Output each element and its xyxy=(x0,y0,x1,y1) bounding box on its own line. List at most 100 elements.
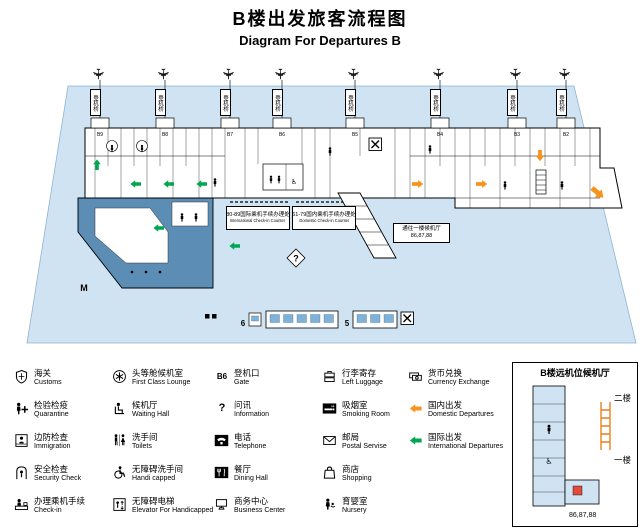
business-center-icon xyxy=(215,499,228,510)
svg-text:✈: ✈ xyxy=(344,68,361,81)
remote-gates-label: 86,87,88 xyxy=(569,512,596,519)
svg-text:?: ? xyxy=(293,254,299,264)
information-mark: ? xyxy=(218,402,226,414)
wheelchair-icon: ♿ xyxy=(545,457,552,466)
svg-text:✈: ✈ xyxy=(429,68,446,81)
boarding-bridge-label: 登机桥 xyxy=(430,89,441,116)
first-class-lounge-icon xyxy=(113,370,126,383)
wheelchair-icon: ♿ xyxy=(291,178,297,186)
entrance-area: 6 5 xyxy=(205,310,415,329)
postal-service-icon xyxy=(323,436,336,445)
svg-text:B7: B7 xyxy=(227,132,233,138)
svg-text:✈: ✈ xyxy=(89,68,106,81)
quarantine-icon xyxy=(16,401,29,416)
svg-text:✈: ✈ xyxy=(506,68,523,81)
boarding-bridge-label: 登机桥 xyxy=(90,89,101,116)
svg-text:B4: B4 xyxy=(437,132,443,138)
handicapped-elevator-icon xyxy=(113,498,126,511)
remote-corridor-annex xyxy=(564,479,600,505)
aircraft-icons: ✈ ✈ ✈ ✈ ✈ ✈ ✈ ✈ xyxy=(89,68,572,81)
departure-hall xyxy=(77,197,214,289)
closed-gate-icon xyxy=(368,137,383,152)
remote-gates-inset: B楼远机位候机厅 ♿ 二楼 一楼 86,87,88 xyxy=(512,362,638,527)
entrance-number-5: 5 xyxy=(345,319,350,328)
gate-code: B6 xyxy=(216,372,228,381)
svg-text:B3: B3 xyxy=(514,132,520,138)
svg-text:✈: ✈ xyxy=(271,68,288,81)
svg-text:✈: ✈ xyxy=(154,68,171,81)
boarding-bridge-label: 登机桥 xyxy=(507,89,518,116)
nursery-icon xyxy=(325,498,336,511)
boarding-bridge-label: 登机桥 xyxy=(155,89,166,116)
service-circles xyxy=(106,140,148,153)
svg-text:B6: B6 xyxy=(279,132,285,138)
svg-text:✈: ✈ xyxy=(555,68,572,81)
immigration-icon xyxy=(15,434,28,447)
boarding-bridge-label: 登机桥 xyxy=(272,89,283,116)
svg-text:B2: B2 xyxy=(563,132,569,138)
inset-title: B楼远机位候机厅 xyxy=(540,368,610,378)
international-checkin-label: 80-89国际乘机手续办理处 International Check-in Co… xyxy=(226,206,290,230)
security-check-icon xyxy=(16,466,27,480)
floor-2-label: 二楼 xyxy=(614,393,632,403)
floor-1-label: 一楼 xyxy=(614,455,632,465)
left-luggage-icon xyxy=(324,370,335,383)
smoking-room-icon xyxy=(322,403,337,414)
svg-text:B8: B8 xyxy=(162,132,168,138)
waiting-hall-icon xyxy=(114,402,125,415)
entrance-number-6: 6 xyxy=(241,319,246,328)
closed-entrance-icon xyxy=(400,311,415,326)
handicapped-toilet-icon xyxy=(114,465,126,479)
stairs-icon xyxy=(535,169,547,195)
international-departures-arrow xyxy=(409,436,422,445)
svg-text:B5: B5 xyxy=(352,132,358,138)
dining-hall-icon xyxy=(214,466,229,479)
check-in-icon xyxy=(14,498,29,511)
gate-labels: B9 B8 B7 B6 B5 B4 B3 B2 xyxy=(97,132,569,138)
to-first-floor-label: 通往一楼候机厅 86,87,88 xyxy=(393,223,450,243)
boarding-bridge-label: 登机桥 xyxy=(345,89,356,116)
metro-marker: M xyxy=(80,283,88,293)
boarding-bridge-label: 登机桥 xyxy=(556,89,567,116)
restroom-block: ♿ xyxy=(262,163,304,191)
shop-icon xyxy=(572,485,583,496)
domestic-checkin-label: 61-79国内乘机手续办理处 Domestic Check-in Counter xyxy=(292,206,356,230)
telephone-icon xyxy=(214,434,229,447)
svg-text:B9: B9 xyxy=(97,132,103,138)
boarding-bridge-label: 登机桥 xyxy=(220,89,231,116)
domestic-departures-arrow xyxy=(409,404,422,413)
remote-corridor xyxy=(532,385,566,507)
information-point: ? xyxy=(286,248,306,268)
shopping-icon xyxy=(323,466,336,479)
currency-exchange-icon xyxy=(409,372,422,381)
svg-text:✈: ✈ xyxy=(219,68,236,81)
page-subtitle: Diagram For Departures B xyxy=(239,33,401,48)
page-title: B楼出发旅客流程图 xyxy=(232,9,408,29)
stairs-icon xyxy=(600,402,611,450)
gate-lounge-tabs xyxy=(90,117,576,129)
toilets-icon xyxy=(114,434,126,447)
